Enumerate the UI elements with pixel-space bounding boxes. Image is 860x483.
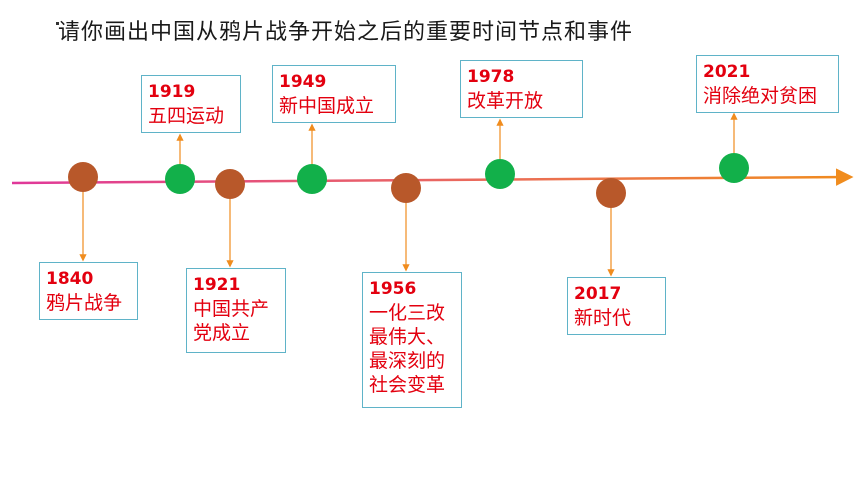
event-box-1921: 1921 中国共产 党成立 (186, 268, 286, 353)
node-1919 (165, 164, 195, 194)
event-box-1978: 1978 改革开放 (460, 60, 583, 118)
event-box-2021: 2021 消除绝对贫困 (696, 55, 839, 113)
event-name: 改革开放 (467, 90, 544, 112)
event-name: 消除绝对贫困 (703, 85, 818, 107)
node-1921 (215, 169, 245, 199)
event-box-2017: 2017 新时代 (567, 277, 666, 335)
event-name: 新中国成立 (279, 95, 375, 117)
node-2021 (719, 153, 749, 183)
node-2017 (596, 178, 626, 208)
node-1978 (485, 159, 515, 189)
title-bullet (56, 22, 59, 25)
event-name: 五四运动 (148, 105, 225, 127)
event-year: 1956 (369, 279, 417, 299)
event-box-1956: 1956 一化三改 最伟大、 最深刻的 社会变革 (362, 272, 462, 408)
event-year: 1919 (148, 82, 196, 102)
page-title: 请你画出中国从鸦片战争开始之后的重要时间节点和事件 (58, 20, 634, 45)
node-1840 (68, 162, 98, 192)
event-box-1919: 1919 五四运动 (141, 75, 241, 133)
event-box-1840: 1840 鸦片战争 (39, 262, 138, 320)
event-year: 2017 (574, 284, 622, 304)
event-year: 1921 (193, 275, 241, 295)
node-1949 (297, 164, 327, 194)
connector-group (79, 112, 738, 277)
event-name: 新时代 (574, 307, 632, 329)
event-name: 鸦片战争 (46, 292, 123, 314)
timeline-axis (11, 168, 854, 186)
event-name: 一化三改 最伟大、 最深刻的 社会变革 (369, 302, 446, 396)
event-year: 1840 (46, 269, 94, 289)
node-1956 (391, 173, 421, 203)
event-year: 1978 (467, 67, 515, 87)
event-year: 1949 (279, 72, 327, 92)
event-name: 中国共产 党成立 (193, 298, 270, 344)
event-year: 2021 (703, 62, 751, 82)
event-box-1949: 1949 新中国成立 (272, 65, 396, 123)
